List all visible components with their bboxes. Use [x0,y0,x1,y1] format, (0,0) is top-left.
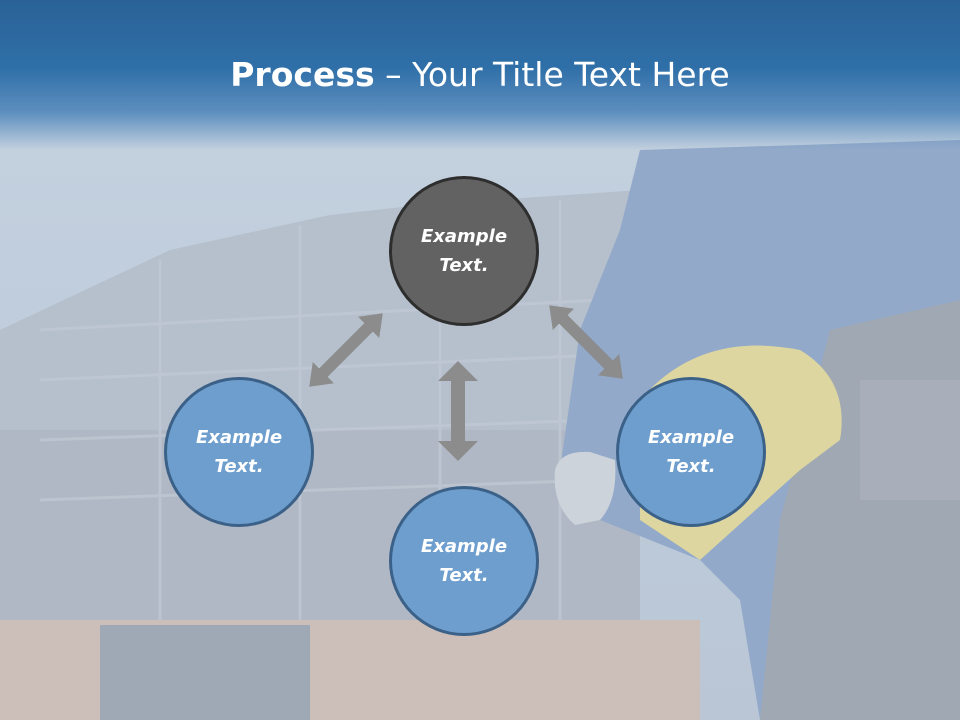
slide-title-bold: Process [230,55,375,94]
process-node-label: Example Text. [420,226,508,276]
process-node-left[interactable]: Example Text. [164,377,314,527]
title-bar [0,0,960,150]
slide-title[interactable]: Process – Your Title Text Here [0,50,960,100]
process-node-label: Example Text. [195,427,283,477]
process-node-label: Example Text. [420,536,508,586]
process-node-bottom[interactable]: Example Text. [389,486,539,636]
process-node-label: Example Text. [647,427,735,477]
slide-title-rest: – Your Title Text Here [374,55,730,94]
process-node-top[interactable]: Example Text. [389,176,539,326]
process-node-right[interactable]: Example Text. [616,377,766,527]
